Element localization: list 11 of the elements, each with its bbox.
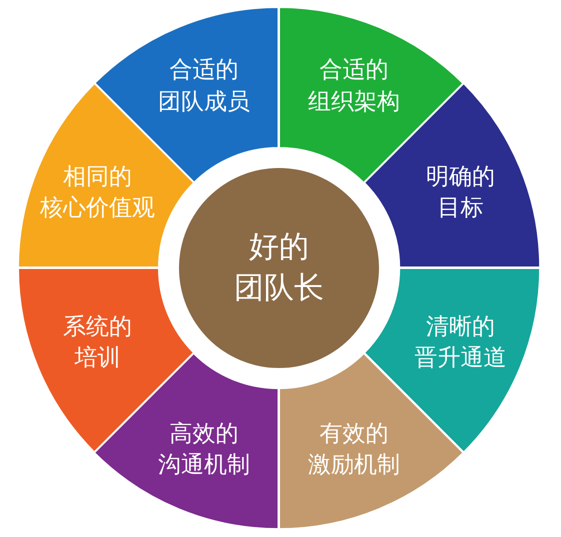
segment-label: 明确的目标 [426, 162, 496, 223]
segment-label: 合适的团队成员 [158, 56, 250, 116]
segment-label: 清晰的晋升通道 [414, 313, 507, 374]
donut-segment [364, 268, 540, 453]
donut-segment [18, 268, 194, 453]
segment-label: 有效的激励机制 [308, 419, 400, 480]
segment-label: 合适的组织架构 [308, 56, 400, 116]
segment-label: 高效的沟通机制 [158, 419, 250, 480]
center-label: 好的团队长 [234, 228, 324, 307]
segment-label: 系统的培训 [62, 313, 132, 374]
segment-label: 相同的核心价值观 [40, 162, 155, 223]
